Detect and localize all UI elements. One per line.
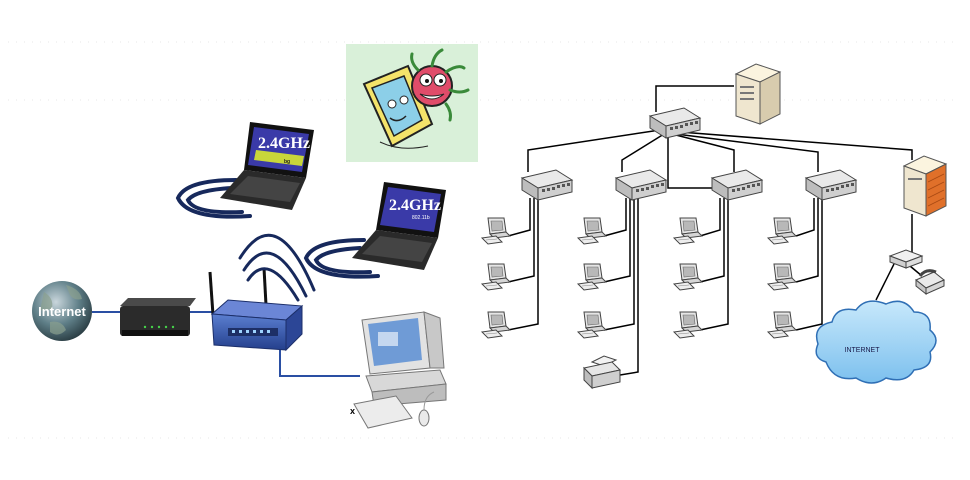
cloud-internet-label: INTERNET	[845, 347, 881, 354]
workstation-icon	[577, 263, 607, 291]
workstation-icon	[767, 263, 797, 291]
workstation-icon	[577, 311, 607, 339]
workstation-icon	[673, 217, 703, 245]
office-lan-network: INTERNET	[481, 63, 948, 390]
laptop2-band-label: 2.4GHz	[389, 197, 441, 214]
laptop-icon: 2.4GHz bg	[175, 122, 314, 219]
laptop1-sub-label: bg	[284, 159, 290, 165]
switch-icon	[711, 169, 763, 201]
phone-icon	[915, 269, 945, 296]
internet-label: Internet	[38, 304, 86, 319]
workstation-icon	[673, 311, 703, 339]
workstation-icon	[481, 311, 511, 339]
server-icon	[734, 63, 782, 125]
modem-icon	[120, 298, 196, 336]
hub-icon	[888, 249, 924, 269]
printer-icon	[582, 355, 622, 390]
router-icon	[208, 267, 304, 352]
left-cables	[92, 311, 360, 377]
workstation-icon	[767, 311, 797, 339]
laptop1-band-label: 2.4GHz	[258, 135, 310, 152]
laptop-wifi-waves-icon	[175, 178, 252, 219]
switch-icon	[805, 169, 857, 201]
virus-icon	[346, 44, 478, 162]
laptop-wifi-waves-icon	[303, 238, 380, 279]
laptop-icon: 2.4GHz 802.11b	[303, 182, 446, 279]
internet-cloud-icon: INTERNET	[815, 300, 937, 384]
workstation-icon	[481, 263, 511, 291]
laptop2-sub-label: 802.11b	[412, 215, 430, 221]
workstation-icon	[767, 217, 797, 245]
workstation-icon	[673, 263, 703, 291]
firewall-icon	[902, 155, 948, 217]
switch-icon	[615, 169, 667, 201]
desktop-computer-icon: x	[350, 311, 447, 429]
workstation-icon	[577, 217, 607, 245]
workstation-icon	[481, 217, 511, 245]
desktop-x-mark: x	[350, 406, 355, 416]
internet-globe-icon: Internet	[32, 281, 92, 341]
home-wireless-network: Internet	[32, 44, 478, 429]
switch-icon	[521, 169, 573, 201]
router-wifi-waves-icon	[238, 233, 316, 302]
